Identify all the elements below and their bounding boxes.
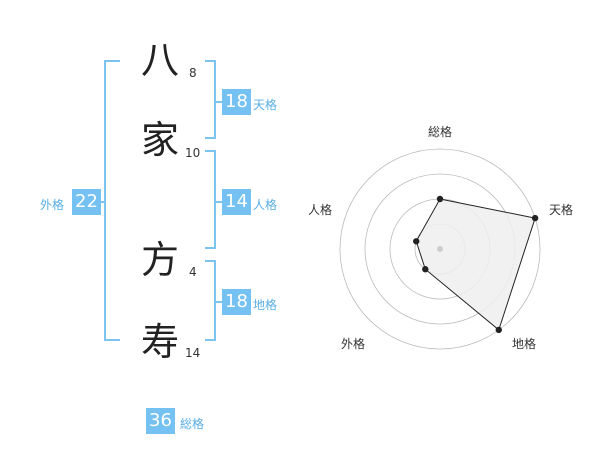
radar-point-3 xyxy=(422,266,429,273)
tenkaku-bracket xyxy=(205,60,222,139)
radar-label-chikaku: 地格 xyxy=(512,337,537,351)
stroke-count-2: 10 xyxy=(185,146,201,160)
stroke-count-1: 8 xyxy=(189,66,197,80)
radar-label-tenkaku: 天格 xyxy=(549,203,574,217)
radar-point-1 xyxy=(531,214,539,222)
soukaku-label: 総格 xyxy=(180,417,205,431)
soukaku-value-badge: 36 xyxy=(146,408,175,434)
name-char-3: 方 xyxy=(140,238,179,282)
jinkaku-label: 人格 xyxy=(253,198,278,212)
radar-point-2 xyxy=(495,326,502,334)
tenkaku-value-badge: 18 xyxy=(222,89,251,115)
radar-grid-ring xyxy=(339,148,541,350)
name-char-2: 家 xyxy=(140,118,179,162)
radar-label-jinkaku: 人格 xyxy=(308,203,333,217)
radar-center-dot xyxy=(437,246,443,252)
gaikaku-value-badge: 22 xyxy=(72,189,101,215)
tenkaku-label: 天格 xyxy=(253,98,278,112)
jinkaku-value-badge: 14 xyxy=(222,189,251,215)
name-char-1: 八 xyxy=(140,38,179,82)
radar-value-polygon xyxy=(415,198,536,331)
name-char-4: 寿 xyxy=(140,320,179,364)
radar-label-soukaku: 総格 xyxy=(428,125,453,139)
stroke-count-3: 4 xyxy=(189,265,197,279)
radar-point-0 xyxy=(436,195,444,203)
chikaku-value-badge: 18 xyxy=(222,289,251,315)
radar-label-gaikaku: 外格 xyxy=(341,337,366,351)
chikaku-label: 地格 xyxy=(253,298,278,312)
chikaku-bracket xyxy=(205,260,222,341)
radar-point-4 xyxy=(413,238,420,245)
jinkaku-bracket xyxy=(205,150,222,249)
gaikaku-label: 外格 xyxy=(40,198,65,212)
stroke-count-4: 14 xyxy=(185,346,201,360)
